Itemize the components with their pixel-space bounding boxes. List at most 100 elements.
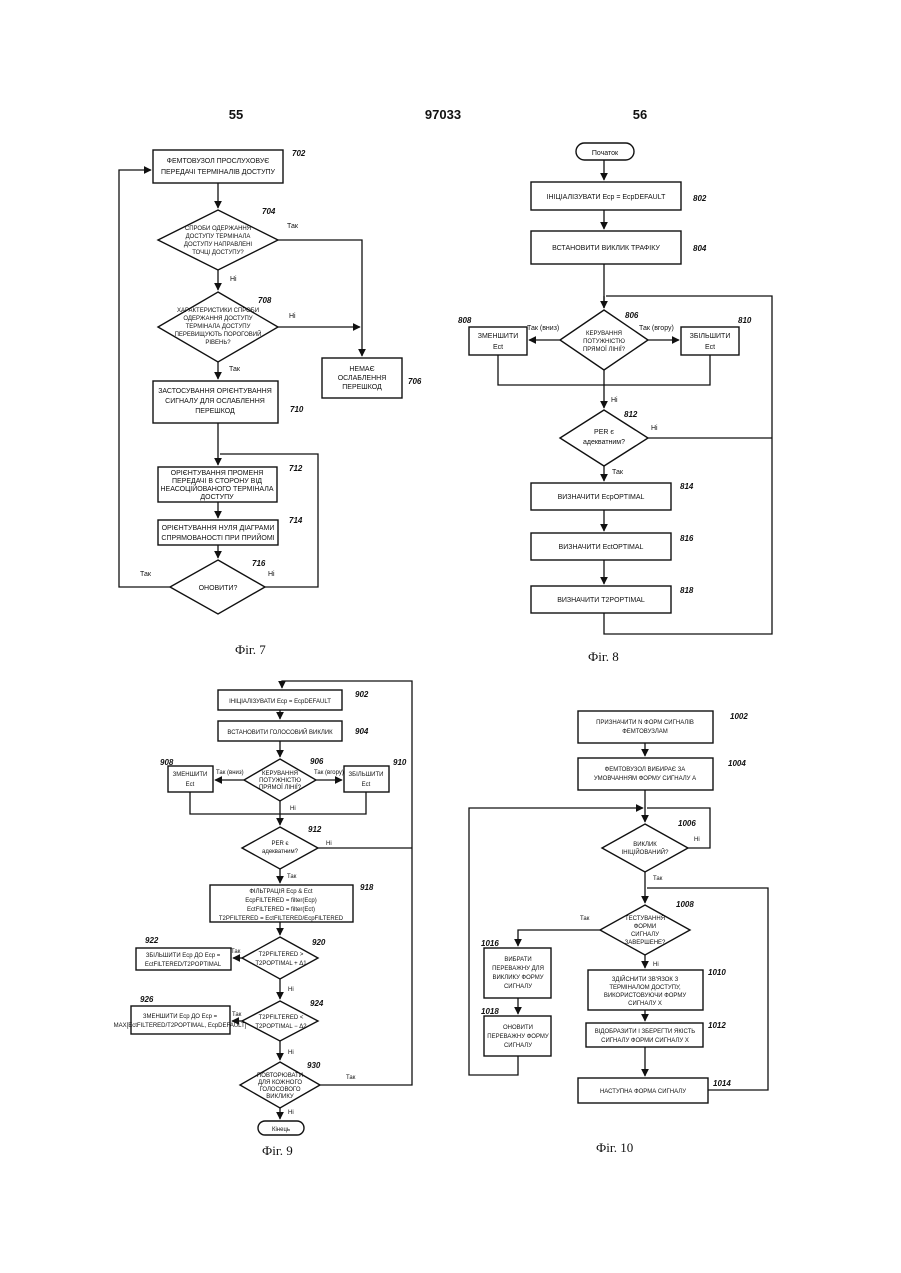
- fig9-yes-920: Так: [231, 949, 241, 955]
- fig9-no-930: Ні: [288, 1110, 294, 1116]
- fig10-ref-1006: 1006: [678, 819, 696, 828]
- fig10-yes-1008: Так: [580, 916, 590, 922]
- svg-text:НАСТУПНА ФОРМА СИГНАЛУ: НАСТУПНА ФОРМА СИГНАЛУ: [600, 1089, 686, 1095]
- fig7-diamond-716-text: ОНОВИТИ?: [199, 585, 238, 592]
- fig10-ref-1010: 1010: [708, 968, 726, 977]
- svg-text:Кінець: Кінець: [272, 1127, 290, 1133]
- fig8-no-806: Ні: [611, 396, 618, 404]
- fig10-ref-1004: 1004: [728, 759, 746, 768]
- fig10-caption: Фіг. 10: [596, 1140, 633, 1155]
- fig8-ref-802: 802: [693, 194, 707, 203]
- fig9-label-down: Так (вниз): [216, 770, 244, 776]
- fig9-no-924: Ні: [288, 1050, 294, 1056]
- svg-text:ВИЗНАЧИТИ EctOPTIMAL: ВИЗНАЧИТИ EctOPTIMAL: [559, 544, 644, 551]
- fig8-flowchart: Початок ІНІЦІАЛІЗУВАТИ Еср = ЕсрDEFAULT …: [458, 143, 772, 664]
- fig10-no-1006: Ні: [694, 837, 700, 843]
- svg-text:ВИЗНАЧИТИ T2POPTIMAL: ВИЗНАЧИТИ T2POPTIMAL: [557, 597, 645, 604]
- fig7-ref-702: 702: [292, 149, 306, 158]
- fig10-diamond-1008: [600, 905, 690, 955]
- fig9-flowchart: ІНІЦІАЛІЗУВАТИ Еср = ЕсрDEFAULT 902 ВСТА…: [114, 681, 412, 1158]
- fig9-box-926: [131, 1006, 230, 1034]
- fig8-label-up: Так (вгору): [639, 325, 674, 332]
- fig9-ref-902: 902: [355, 690, 369, 699]
- fig7-yes-716: Так: [140, 571, 152, 578]
- fig9-diamond-912: [242, 827, 318, 869]
- fig8-ref-816: 816: [680, 534, 694, 543]
- fig8-label-down: Так (вниз): [527, 325, 559, 332]
- fig8-ref-812: 812: [624, 410, 638, 419]
- fig10-ref-1018: 1018: [481, 1007, 499, 1016]
- fig7-ref-704: 704: [262, 207, 276, 216]
- fig9-box-908: [168, 766, 213, 792]
- fig9-caption: Фіг. 9: [262, 1143, 293, 1158]
- fig9-ref-912: 912: [308, 825, 322, 834]
- fig7-caption: Фіг. 7: [235, 642, 266, 657]
- fig7-ref-716: 716: [252, 559, 266, 568]
- svg-text:ІНІЦІАЛІЗУВАТИ Еср = ЕсрDEFAUL: ІНІЦІАЛІЗУВАТИ Еср = ЕсрDEFAULT: [229, 699, 331, 705]
- fig10-ref-1014: 1014: [713, 1079, 731, 1088]
- fig9-yes-930: Так: [346, 1075, 356, 1081]
- fig9-ref-904: 904: [355, 727, 369, 736]
- fig10-ref-1016: 1016: [481, 939, 499, 948]
- page-number-right: 56: [633, 107, 647, 122]
- fig9-diamond-920: [242, 937, 318, 979]
- fig9-ref-918: 918: [360, 883, 374, 892]
- fig9-ref-920: 920: [312, 938, 326, 947]
- fig7-yes-708: Так: [229, 366, 241, 373]
- fig8-yes-812: Так: [612, 469, 624, 476]
- fig10-box-1004: [578, 758, 713, 790]
- fig10-box-1016: [484, 948, 551, 998]
- fig8-ref-810: 810: [738, 316, 752, 325]
- fig10-no-1008: Ні: [653, 962, 659, 968]
- page-number-left: 55: [229, 107, 243, 122]
- fig9-ref-910: 910: [393, 758, 407, 767]
- fig8-no-812: Ні: [651, 424, 658, 432]
- fig9-no-920: Ні: [288, 987, 294, 993]
- fig7-no-708: Ні: [289, 312, 296, 320]
- fig10-ref-1008: 1008: [676, 900, 694, 909]
- fig8-ref-804: 804: [693, 244, 707, 253]
- fig7-ref-714: 714: [289, 516, 303, 525]
- svg-text:Початок: Початок: [592, 150, 619, 157]
- fig9-ref-930: 930: [307, 1061, 321, 1070]
- fig7-yes-704: Так: [287, 223, 299, 230]
- fig9-ref-906: 906: [310, 757, 324, 766]
- fig10-diamond-1006: [602, 824, 688, 872]
- fig7-flowchart: ФЕМТОВУЗОЛ ПРОСЛУХОВУЄПЕРЕДАЧІ ТЕРМІНАЛІ…: [119, 149, 422, 657]
- fig10-yes-1006: Так: [653, 876, 663, 882]
- fig7-ref-712: 712: [289, 464, 303, 473]
- fig10-flowchart: ПРИЗНАЧИТИ N ФОРМ СИГНАЛІВФЕМТОВУЗЛАМ 10…: [469, 711, 768, 1155]
- patent-number: 97033: [425, 107, 461, 122]
- fig9-no-906: Ні: [290, 806, 296, 812]
- fig9-diamond-924: [242, 1001, 318, 1041]
- fig7-no-716: Ні: [268, 570, 275, 578]
- svg-text:ІНІЦІАЛІЗУВАТИ Еср = ЕсрDEFAUL: ІНІЦІАЛІЗУВАТИ Еср = ЕсрDEFAULT: [547, 194, 666, 201]
- fig8-caption: Фіг. 8: [588, 649, 619, 664]
- fig9-label-up: Так (вгору): [314, 770, 344, 776]
- fig9-ref-926: 926: [140, 995, 154, 1004]
- fig9-yes-912: Так: [287, 874, 297, 880]
- fig8-ref-814: 814: [680, 482, 694, 491]
- svg-text:ВСТАНОВИТИ ГОЛОСОВИЙ ВИКЛИК: ВСТАНОВИТИ ГОЛОСОВИЙ ВИКЛИК: [227, 728, 333, 736]
- svg-text:ВИЗНАЧИТИ EcpOPTIMAL: ВИЗНАЧИТИ EcpOPTIMAL: [558, 494, 645, 501]
- fig7-ref-710: 710: [290, 405, 304, 414]
- svg-text:ВСТАНОВИТИ ВИКЛИК ТРАФІКУ: ВСТАНОВИТИ ВИКЛИК ТРАФІКУ: [552, 245, 660, 252]
- fig10-ref-1002: 1002: [730, 712, 748, 721]
- fig9-ref-908: 908: [160, 758, 174, 767]
- fig9-ref-924: 924: [310, 999, 324, 1008]
- fig9-no-912: Ні: [326, 841, 332, 847]
- fig10-ref-1012: 1012: [708, 1021, 726, 1030]
- fig8-ref-818: 818: [680, 586, 694, 595]
- svg-text:КЕРУВАННЯПОТУЖНІСТЮПРЯМОЇ ЛІНІ: КЕРУВАННЯПОТУЖНІСТЮПРЯМОЇ ЛІНІЇ?: [583, 331, 626, 353]
- fig7-no-704: Ні: [230, 275, 237, 283]
- fig8-ref-808: 808: [458, 316, 472, 325]
- fig7-ref-708: 708: [258, 296, 272, 305]
- fig7-diamond-704: [158, 210, 278, 270]
- fig8-ref-806: 806: [625, 311, 639, 320]
- svg-text:КЕРУВАННЯПОТУЖНІСТЮПРЯМОЇ ЛІНІ: КЕРУВАННЯПОТУЖНІСТЮПРЯМОЇ ЛІНІЇ?: [259, 771, 302, 791]
- fig9-ref-922: 922: [145, 936, 159, 945]
- fig7-ref-706: 706: [408, 377, 422, 386]
- fig10-box-1002: [578, 711, 713, 743]
